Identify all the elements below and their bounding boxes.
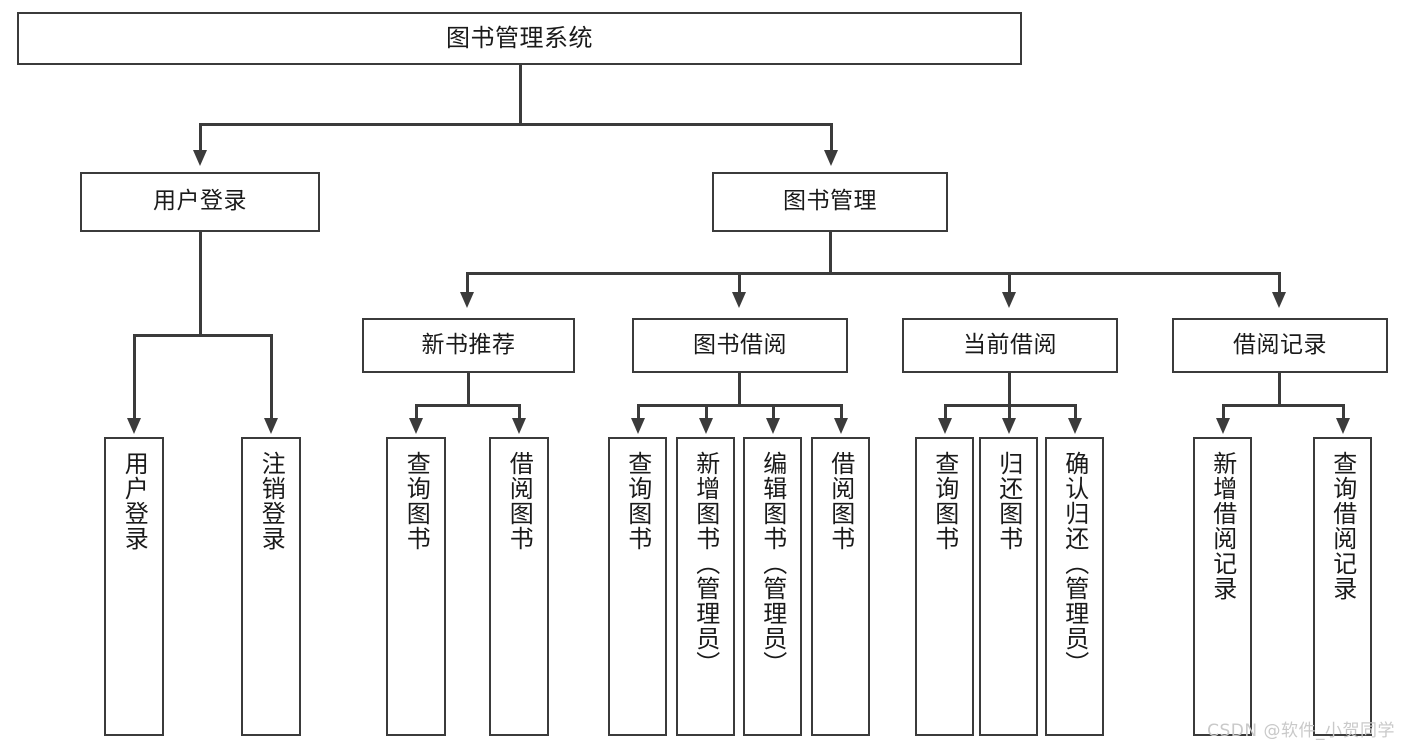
edge-book-mgmt-stem (829, 232, 832, 274)
edge-new-book-distributor (415, 404, 520, 407)
edge-book-mgmt-branch-0 (466, 272, 469, 294)
leaf-borrow-record-1[interactable]: 查询借阅记录 (1313, 437, 1372, 736)
edge-borrow-record-branch-0 (1222, 404, 1225, 420)
edge-root-stem (519, 65, 522, 125)
arrow-to-borrow-record (1272, 292, 1286, 308)
edge-book-borrow-distributor (637, 404, 842, 407)
leaf-user-login-0[interactable]: 用户登录 (104, 437, 164, 736)
arrow-borrow-record-leaf-1 (1336, 418, 1350, 434)
edge-user-login-distributor (133, 334, 272, 337)
arrow-book-borrow-leaf-2 (766, 418, 780, 434)
node-label: 新增图书（管理员） (691, 451, 720, 676)
edge-root-to-user-login (199, 123, 202, 153)
edge-new-book-branch-1 (518, 404, 521, 420)
edge-borrow-record-branch-1 (1342, 404, 1345, 420)
edge-user-login-stem (199, 232, 202, 336)
watermark: CSDN @软件_小贺同学 (1207, 721, 1395, 741)
node-label: 当前借阅 (963, 331, 1057, 358)
edge-new-book-branch-0 (415, 404, 418, 420)
node-label: 查询图书 (930, 451, 959, 551)
arrow-to-book-mgmt (824, 150, 838, 166)
node-label: 新增借阅记录 (1208, 451, 1237, 601)
arrow-to-book-borrow (732, 292, 746, 308)
node-book-management[interactable]: 图书管理 (712, 172, 948, 232)
edge-book-borrow-branch-2 (772, 404, 775, 420)
arrow-new-book-leaf-1 (512, 418, 526, 434)
arrow-new-book-leaf-0 (409, 418, 423, 434)
arrow-current-borrow-leaf-0 (938, 418, 952, 434)
edge-book-mgmt-branch-1 (738, 272, 741, 294)
arrow-to-current-borrow (1002, 292, 1016, 308)
arrow-user-login-leaf-1 (264, 418, 278, 434)
leaf-new-book-recommend-0[interactable]: 查询图书 (386, 437, 446, 736)
node-label: 新书推荐 (421, 331, 516, 358)
arrow-book-borrow-leaf-0 (631, 418, 645, 434)
arrow-to-user-login (193, 150, 207, 166)
leaf-current-borrow-1[interactable]: 归还图书 (979, 437, 1038, 736)
leaf-book-borrow-1[interactable]: 新增图书（管理员） (676, 437, 735, 736)
node-label: 图书管理 (783, 188, 877, 215)
node-label: 查询图书 (623, 451, 652, 551)
node-book-borrow[interactable]: 图书借阅 (632, 318, 848, 373)
edge-book-borrow-branch-1 (705, 404, 708, 420)
edge-book-borrow-branch-3 (840, 404, 843, 420)
node-label: 注销登录 (257, 451, 286, 551)
edge-book-mgmt-branch-3 (1278, 272, 1281, 294)
node-label: 归还图书 (994, 451, 1023, 551)
edge-book-mgmt-distributor (466, 272, 1278, 275)
leaf-book-borrow-0[interactable]: 查询图书 (608, 437, 667, 736)
edge-book-borrow-branch-0 (637, 404, 640, 420)
node-root-system[interactable]: 图书管理系统 (17, 12, 1022, 65)
node-label: 借阅图书 (505, 451, 534, 551)
edge-root-to-book-mgmt (830, 123, 833, 153)
leaf-borrow-record-0[interactable]: 新增借阅记录 (1193, 437, 1252, 736)
arrow-borrow-record-leaf-0 (1216, 418, 1230, 434)
edge-current-borrow-branch-0 (944, 404, 947, 420)
arrow-current-borrow-leaf-2 (1068, 418, 1082, 434)
arrow-user-login-leaf-0 (127, 418, 141, 434)
node-label: 用户登录 (120, 451, 149, 551)
edge-new-book-stem (467, 373, 470, 406)
node-label: 图书管理系统 (446, 24, 593, 53)
leaf-new-book-recommend-1[interactable]: 借阅图书 (489, 437, 549, 736)
edge-borrow-record-stem (1278, 373, 1281, 406)
node-current-borrow[interactable]: 当前借阅 (902, 318, 1118, 373)
leaf-user-login-1[interactable]: 注销登录 (241, 437, 301, 736)
node-borrow-record[interactable]: 借阅记录 (1172, 318, 1388, 373)
arrow-current-borrow-leaf-1 (1002, 418, 1016, 434)
node-label: 图书借阅 (693, 331, 787, 358)
arrow-book-borrow-leaf-3 (834, 418, 848, 434)
leaf-current-borrow-2[interactable]: 确认归还（管理员） (1045, 437, 1104, 736)
node-label: 借阅图书 (826, 451, 855, 551)
node-label: 借阅记录 (1233, 331, 1327, 358)
edge-root-distributor (199, 123, 832, 126)
leaf-book-borrow-3[interactable]: 借阅图书 (811, 437, 870, 736)
node-label: 查询借阅记录 (1328, 451, 1357, 601)
edge-current-borrow-stem (1008, 373, 1011, 406)
node-new-book-recommend[interactable]: 新书推荐 (362, 318, 575, 373)
edge-book-borrow-stem (738, 373, 741, 406)
edge-user-login-branch-1 (270, 334, 273, 420)
node-user-login[interactable]: 用户登录 (80, 172, 320, 232)
arrow-book-borrow-leaf-1 (699, 418, 713, 434)
edge-borrow-record-distributor (1222, 404, 1344, 407)
edge-book-mgmt-branch-2 (1008, 272, 1011, 294)
node-label: 用户登录 (153, 188, 247, 215)
node-label: 查询图书 (402, 451, 431, 551)
leaf-book-borrow-2[interactable]: 编辑图书（管理员） (743, 437, 802, 736)
edge-user-login-branch-0 (133, 334, 136, 420)
edge-current-borrow-branch-2 (1074, 404, 1077, 420)
node-label: 确认归还（管理员） (1060, 451, 1089, 676)
arrow-to-new-book-recommend (460, 292, 474, 308)
leaf-current-borrow-0[interactable]: 查询图书 (915, 437, 974, 736)
node-label: 编辑图书（管理员） (758, 451, 787, 676)
edge-current-borrow-branch-1 (1008, 404, 1011, 420)
